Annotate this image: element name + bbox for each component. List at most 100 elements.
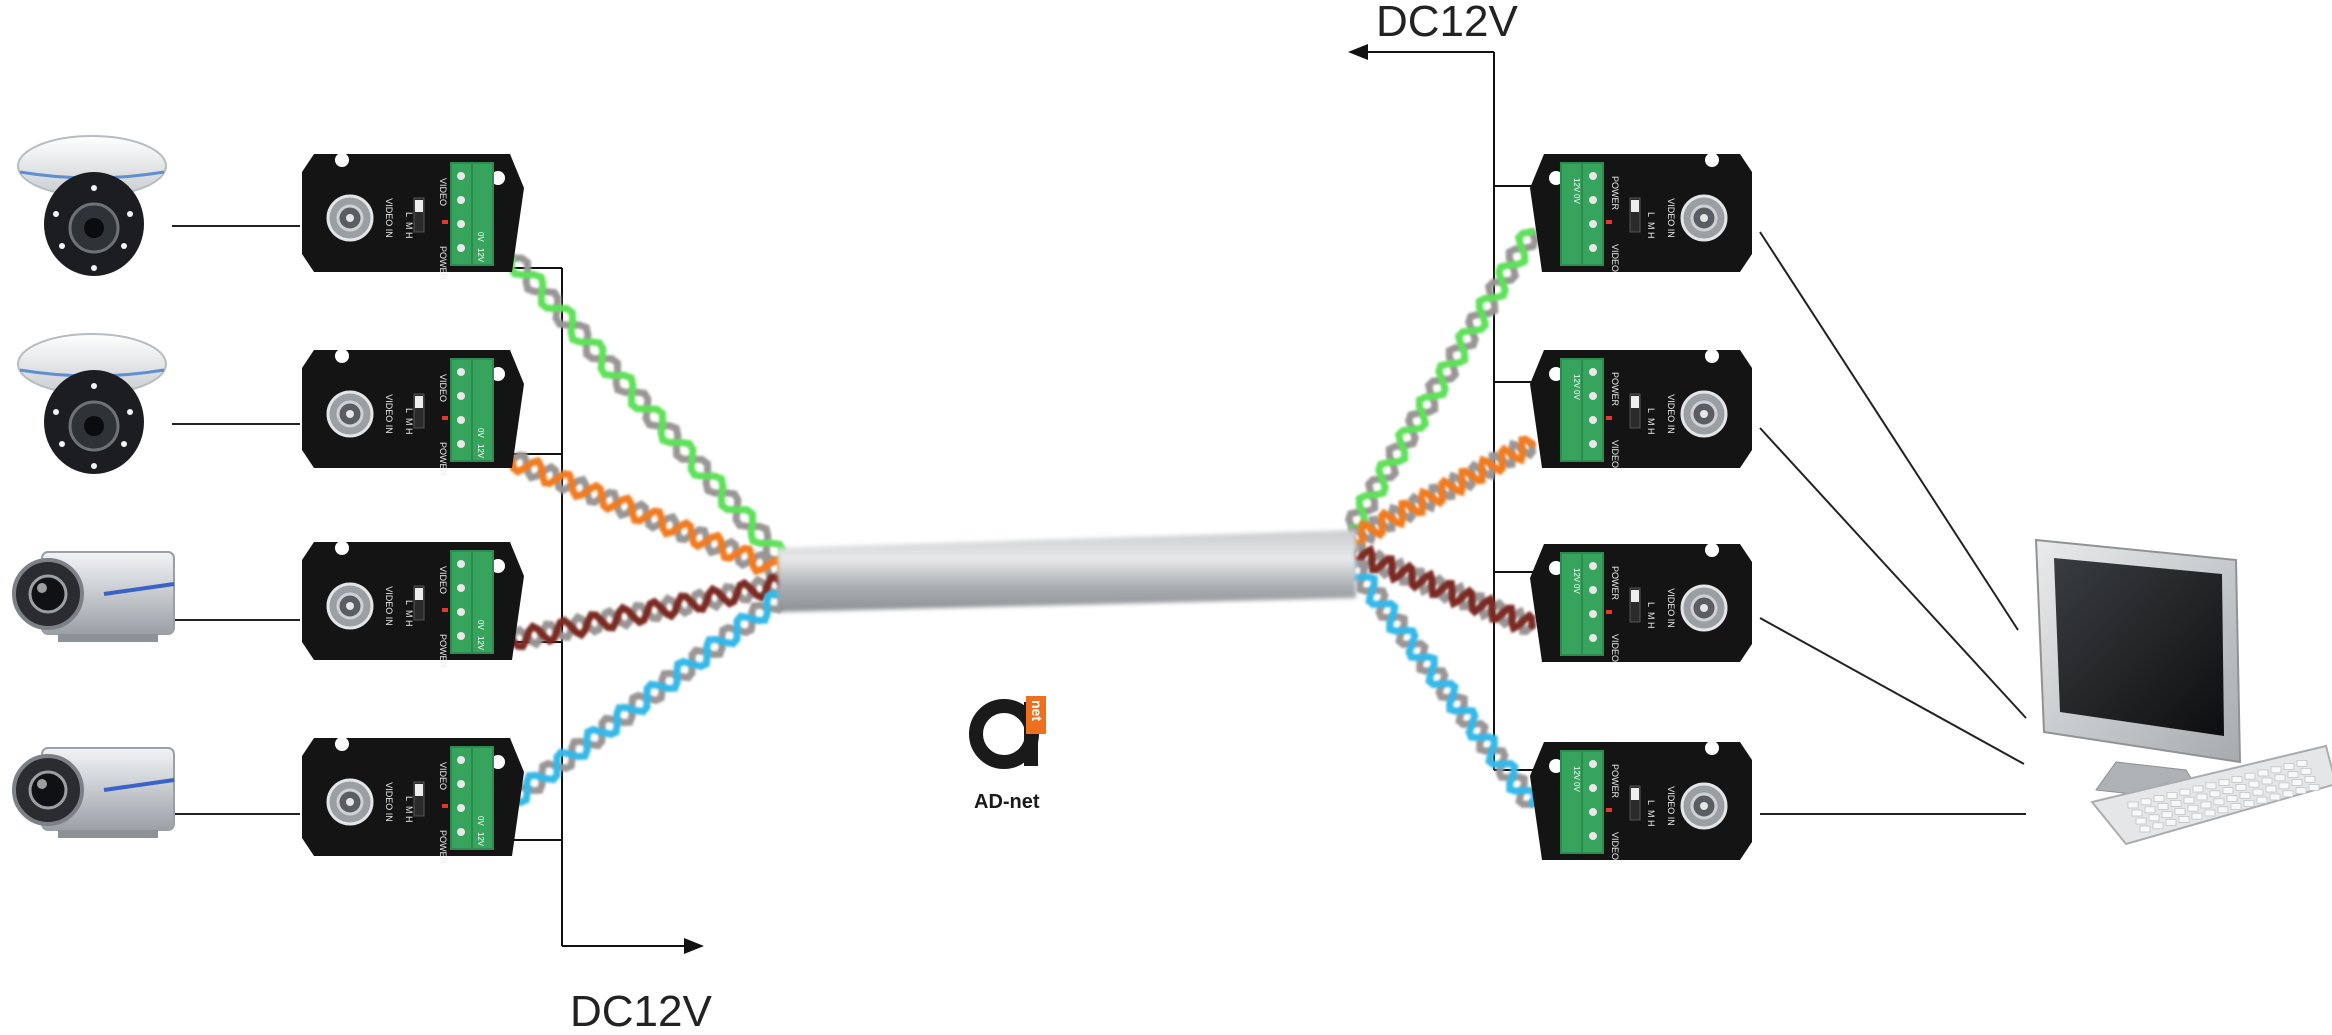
ir-led-2	[59, 441, 65, 447]
power-label: POWER	[438, 830, 448, 865]
keyboard-key	[2265, 785, 2277, 793]
keyboard-key	[2243, 799, 2255, 807]
balun-body	[1528, 347, 1754, 470]
terminal-gnd-label: 0V	[476, 232, 485, 242]
switch-h-label: H	[1646, 232, 1656, 239]
keyboard-key	[2174, 807, 2186, 815]
keyboard-key	[2196, 793, 2208, 801]
video-label: VIDEO	[438, 762, 448, 790]
keyboard-key	[2191, 812, 2203, 820]
keyboard-key	[2139, 825, 2151, 833]
left-pair-1	[507, 254, 787, 564]
keyboard-key	[2140, 798, 2152, 806]
pair-wire-color	[508, 573, 786, 651]
keyboard-key	[2244, 772, 2256, 780]
terminal-gnd-label: 0V	[476, 620, 485, 630]
video-in-label: VIDEO IN	[384, 782, 394, 822]
keyboard-key	[2153, 795, 2165, 803]
keyboard-key	[2296, 759, 2308, 767]
video-in-label: VIDEO IN	[1666, 588, 1676, 628]
camera-3	[12, 551, 175, 642]
arrow-left-icon	[1348, 44, 1368, 60]
power-label: POWER	[438, 634, 448, 669]
switch-h-label: H	[404, 232, 414, 239]
keyboard-key	[2230, 803, 2242, 811]
ir-led-4	[121, 441, 127, 447]
terminal-12v-label: 12V	[476, 444, 485, 459]
switch-l-label: L	[1646, 212, 1656, 217]
right-pair-1	[1345, 228, 1539, 532]
keyboard-key	[2135, 817, 2147, 825]
terminal-12v-label: 12V	[1572, 374, 1581, 389]
video-label: VIDEO	[1610, 440, 1620, 468]
logo-letter-a-bowl	[969, 699, 1039, 769]
video-label: VIDEO	[438, 374, 448, 402]
video-in-label: VIDEO IN	[384, 198, 394, 238]
keyboard-key	[2291, 779, 2303, 787]
keyboard-key	[2205, 782, 2217, 790]
ir-led-3	[127, 409, 133, 415]
video-links	[172, 225, 2027, 815]
power-label: POWER	[1610, 566, 1620, 601]
switch-m-label: M	[404, 418, 414, 426]
left-pair-4	[508, 589, 786, 807]
right-pair-2	[1348, 435, 1536, 549]
keyboard-key	[2200, 801, 2212, 809]
box-lens-glass	[28, 574, 68, 614]
right-pair-3	[1348, 542, 1536, 636]
switch-h-label: H	[1646, 428, 1656, 435]
terminal-gnd-label: 0V	[1572, 782, 1581, 792]
power-label: POWER	[1610, 764, 1620, 799]
twisted-pairs	[507, 228, 1539, 808]
keyboard-key	[2252, 788, 2264, 796]
switch-l-label: L	[1646, 602, 1656, 607]
cable-jacket	[778, 530, 1356, 612]
video-in-label: VIDEO IN	[1666, 786, 1676, 826]
pair-wire-color	[1348, 435, 1536, 549]
keyboard-key	[2166, 791, 2178, 799]
keyboard-key	[2183, 796, 2195, 804]
switch-l-label: L	[1646, 800, 1656, 805]
monitor-link-2	[1759, 427, 2027, 719]
terminal-12v-label: 12V	[1572, 178, 1581, 193]
monitor-link-1	[1759, 231, 2019, 631]
switch-m-label: M	[404, 222, 414, 230]
box-stripe	[103, 582, 175, 596]
power-label: POWER	[438, 246, 448, 281]
switch-m-label: M	[1646, 810, 1656, 818]
power-label-top: DC12V	[1376, 0, 1518, 46]
ir-led-5	[91, 383, 97, 389]
video-label: VIDEO	[1610, 832, 1620, 860]
switch-l-label: L	[404, 408, 414, 413]
box-stripe	[103, 778, 175, 792]
keyboard-key	[2152, 822, 2164, 830]
video-label: VIDEO	[438, 566, 448, 594]
video-in-label: VIDEO IN	[1666, 394, 1676, 434]
pair-wire-color	[507, 254, 787, 564]
terminal-gnd-label: 0V	[1572, 584, 1581, 594]
keyboard-key	[2257, 769, 2269, 777]
box-lens-glass	[28, 770, 68, 810]
terminal-gnd-label: 0V	[1572, 390, 1581, 400]
box-lens-glint	[37, 583, 47, 593]
terminal-12v-label: 12V	[1572, 766, 1581, 781]
utp-cable	[778, 530, 1356, 612]
keyboard-key	[2282, 790, 2294, 798]
terminal-12v-label: 12V	[476, 248, 485, 263]
ir-led-2	[59, 243, 65, 249]
keyboard-key	[2287, 771, 2299, 779]
ir-led-6	[91, 463, 97, 469]
dome-lens-core	[84, 416, 104, 436]
keyboard-key	[2157, 803, 2169, 811]
keyboard-key	[2131, 809, 2143, 817]
keyboard-key	[2269, 793, 2281, 801]
keyboard-key	[2274, 774, 2286, 782]
terminal-12v-label: 12V	[476, 832, 485, 847]
keyboard-key	[2308, 783, 2320, 791]
